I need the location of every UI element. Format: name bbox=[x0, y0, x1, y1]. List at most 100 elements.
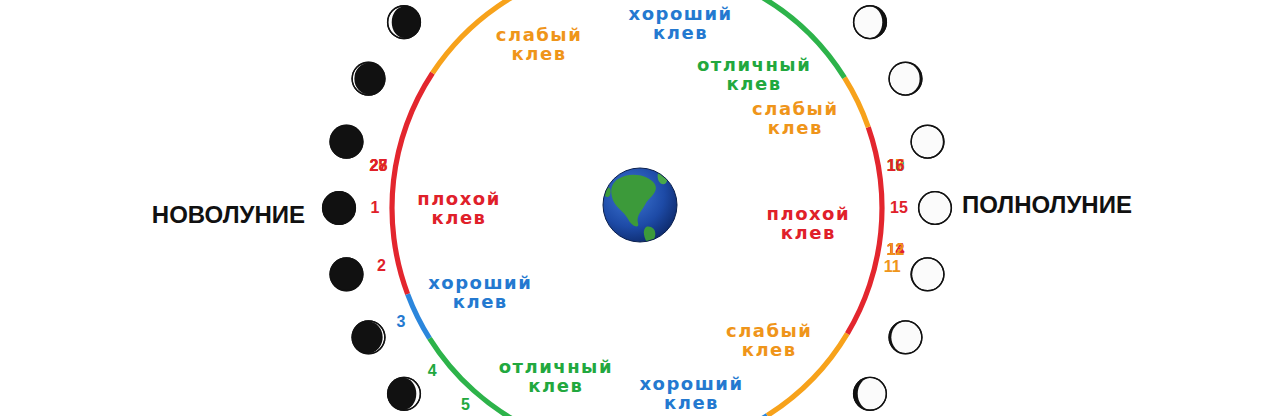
globe-ocean bbox=[603, 168, 677, 242]
bite-quality-label: плохой клев bbox=[417, 189, 501, 227]
continent bbox=[611, 175, 656, 227]
bite-quality-label: плохой клев bbox=[767, 204, 851, 242]
moon-lit bbox=[912, 126, 943, 157]
day-number: 2 bbox=[377, 258, 386, 274]
day-number-slot: 5 bbox=[461, 397, 470, 413]
orbit-ring bbox=[389, 0, 884, 416]
day-number: 16 bbox=[887, 158, 905, 174]
day-number-slot: 12 bbox=[887, 242, 905, 258]
moon-dark bbox=[329, 257, 363, 291]
moon-dark bbox=[888, 62, 922, 96]
moon-lit bbox=[369, 322, 385, 353]
moon-icon bbox=[322, 191, 356, 225]
day-number: 12 bbox=[887, 242, 905, 258]
moon-outline bbox=[323, 192, 356, 225]
day-number-slot: 15 bbox=[890, 200, 908, 216]
moon-icon bbox=[911, 125, 945, 159]
moon-dark bbox=[387, 377, 421, 411]
bite-quality-label: хороший клев bbox=[629, 4, 733, 42]
phase-title: НОВОЛУНИЕ bbox=[152, 202, 305, 228]
moon-icon bbox=[352, 62, 386, 96]
bite-quality-label-slot: отличный клев bbox=[499, 357, 613, 395]
day-number-slot: 11 bbox=[884, 259, 901, 275]
moon-dark bbox=[387, 5, 421, 39]
moon-icon bbox=[918, 191, 952, 225]
moon-lit bbox=[912, 259, 943, 290]
arc-segment bbox=[389, 72, 434, 295]
moon-dark bbox=[911, 125, 945, 159]
phase-title-slot: НОВОЛУНИЕ bbox=[152, 202, 305, 228]
bite-quality-label: слабый клев bbox=[726, 321, 812, 359]
bite-quality-label-slot: хороший клев bbox=[629, 4, 733, 42]
day-number: 1 bbox=[371, 200, 380, 216]
bite-quality-label-slot: хороший клев bbox=[639, 374, 743, 412]
moon-dark bbox=[853, 377, 887, 411]
arc-segment bbox=[427, 337, 664, 416]
moon-outline bbox=[352, 321, 385, 354]
moon-phases bbox=[322, 0, 952, 416]
moon-dark bbox=[853, 5, 887, 39]
bite-quality-label-slot: отличный клев bbox=[697, 55, 811, 93]
moon-dark bbox=[888, 320, 922, 354]
day-number-slot: 28 bbox=[370, 158, 388, 174]
arc-segment bbox=[405, 293, 432, 340]
arc-segment bbox=[842, 76, 870, 128]
moon-dark bbox=[352, 320, 386, 354]
bite-quality-label-slot: слабый клев bbox=[726, 321, 812, 359]
moon-lit bbox=[404, 378, 420, 409]
arc-segment bbox=[845, 126, 885, 335]
day-number-slot: 4 bbox=[428, 363, 437, 379]
bite-quality-label: отличный клев bbox=[499, 357, 613, 395]
moon-icon bbox=[387, 377, 421, 411]
moon-outline bbox=[388, 377, 421, 410]
moon-outline bbox=[889, 62, 922, 95]
day-number-slot: 1 bbox=[371, 200, 380, 216]
moon-dark bbox=[329, 125, 363, 159]
continent bbox=[644, 227, 655, 245]
moon-icon bbox=[911, 257, 945, 291]
moon-outline bbox=[854, 6, 887, 39]
moon-outline bbox=[889, 321, 922, 354]
bite-quality-label-slot: хороший клев bbox=[428, 273, 532, 311]
moon-dark bbox=[322, 191, 356, 225]
moon-dark bbox=[911, 257, 945, 291]
moon-icon bbox=[352, 320, 386, 354]
moon-icon bbox=[387, 5, 421, 39]
moon-icon bbox=[329, 125, 363, 159]
day-number: 15 bbox=[890, 200, 908, 216]
moon-icon bbox=[329, 257, 363, 291]
bite-quality-label: отличный клев bbox=[697, 55, 811, 93]
phase-title-slot: ПОЛНОЛУНИЕ bbox=[962, 192, 1132, 218]
moon-icon bbox=[853, 5, 887, 39]
moon-lit bbox=[388, 7, 404, 38]
day-number: 3 bbox=[396, 314, 405, 330]
day-number: 28 bbox=[370, 158, 388, 174]
moon-lit bbox=[353, 63, 369, 94]
bite-quality-label: хороший клев bbox=[428, 273, 532, 311]
day-number-slot: 3 bbox=[396, 314, 405, 330]
moon-outline bbox=[911, 125, 944, 158]
bite-quality-label: хороший клев bbox=[639, 374, 743, 412]
earth-globe bbox=[603, 168, 677, 245]
globe-outline bbox=[603, 168, 677, 242]
moon-outline bbox=[352, 62, 385, 95]
day-number-slot: 2 bbox=[377, 258, 386, 274]
moon-outline bbox=[854, 377, 887, 410]
globe-land bbox=[604, 173, 667, 245]
arc-segment bbox=[664, 413, 769, 416]
moon-outline bbox=[911, 258, 944, 291]
bite-quality-label: слабый клев bbox=[496, 25, 582, 63]
bite-quality-label: слабый клев bbox=[752, 99, 838, 137]
moon-dark bbox=[918, 191, 952, 225]
moon-outline bbox=[330, 258, 363, 291]
day-number: 5 bbox=[461, 397, 470, 413]
bite-quality-label-slot: слабый клев bbox=[496, 25, 582, 63]
bite-quality-label-slot: слабый клев bbox=[752, 99, 838, 137]
moon-dark bbox=[352, 62, 386, 96]
phase-title: ПОЛНОЛУНИЕ bbox=[962, 192, 1132, 218]
moon-outline bbox=[919, 192, 952, 225]
day-number-slot: 16 bbox=[887, 158, 905, 174]
moon-icon bbox=[888, 62, 922, 96]
day-number: 11 bbox=[884, 259, 901, 275]
